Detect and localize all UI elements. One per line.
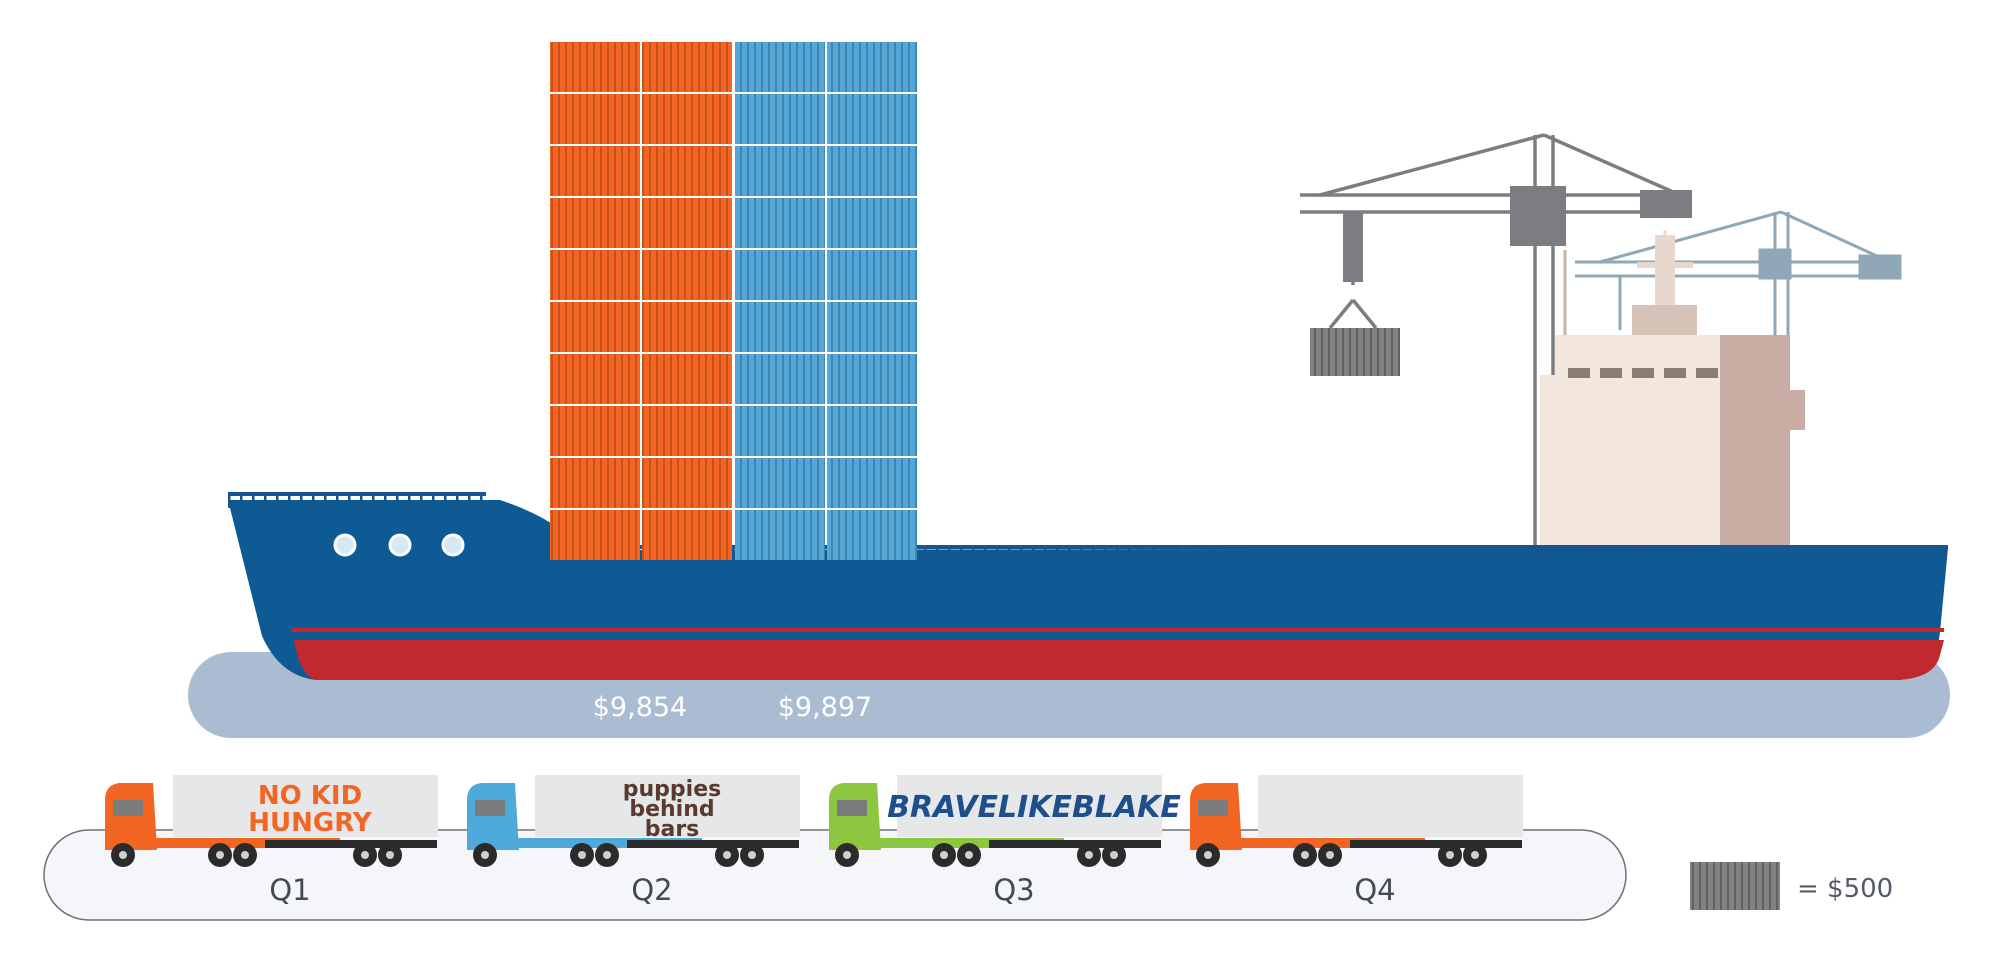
legend-unit-label: = $500 xyxy=(1797,874,1893,904)
legend: = $500 xyxy=(1690,862,1893,910)
container-q2 xyxy=(827,510,917,560)
container-q2 xyxy=(827,198,917,248)
data-label-q1: $9,854 xyxy=(593,692,687,723)
porthole-icon xyxy=(388,533,412,557)
container-q1 xyxy=(642,458,732,508)
container-q1 xyxy=(642,406,732,456)
container-q1 xyxy=(550,146,640,196)
data-label-q2: $9,897 xyxy=(778,692,872,723)
ship-hull xyxy=(228,500,1948,680)
sponsor-logo-q2: puppies xyxy=(623,777,721,802)
container-q1 xyxy=(550,354,640,404)
container-q1 xyxy=(642,198,732,248)
container-q2 xyxy=(735,42,825,92)
container-q2 xyxy=(735,510,825,560)
category-label-q4: Q4 xyxy=(1354,873,1395,907)
container-q2 xyxy=(827,302,917,352)
bar-q2 xyxy=(735,42,917,560)
container-q2 xyxy=(827,458,917,508)
container-q1 xyxy=(550,198,640,248)
hanging-container xyxy=(1310,328,1400,376)
legend-container-icon xyxy=(1690,862,1780,910)
container-q2 xyxy=(735,250,825,300)
container-q1 xyxy=(642,250,732,300)
container-q2 xyxy=(827,94,917,144)
porthole-icon xyxy=(441,533,465,557)
container-q2 xyxy=(735,354,825,404)
container-q1 xyxy=(550,406,640,456)
container-q1 xyxy=(642,146,732,196)
container-q1 xyxy=(642,42,732,92)
container-q2 xyxy=(827,146,917,196)
sponsor-logo-q3: BRAVELIKEBLAKE xyxy=(887,790,1181,825)
sponsor-logo-q1: NO KID xyxy=(258,781,362,811)
category-label-q2: Q2 xyxy=(631,873,672,907)
container-q1 xyxy=(550,510,640,560)
sponsor-logo-q1: HUNGRY xyxy=(248,808,373,838)
container-q2 xyxy=(735,94,825,144)
bar-q1 xyxy=(550,42,732,560)
container-q1 xyxy=(642,354,732,404)
container-q1 xyxy=(550,42,640,92)
container-q2 xyxy=(827,354,917,404)
container-q2 xyxy=(735,458,825,508)
container-q2 xyxy=(735,198,825,248)
container-q2 xyxy=(827,250,917,300)
truck-q4: Q4 xyxy=(1190,775,1523,907)
container-q1 xyxy=(642,94,732,144)
container-q1 xyxy=(642,510,732,560)
category-label-q1: Q1 xyxy=(269,873,310,907)
category-label-q3: Q3 xyxy=(993,873,1034,907)
container-q1 xyxy=(642,302,732,352)
container-q2 xyxy=(827,406,917,456)
container-q1 xyxy=(550,302,640,352)
sponsor-logo-q2: behind xyxy=(629,797,714,822)
container-q2 xyxy=(735,302,825,352)
sponsor-logo-q2: bars xyxy=(645,817,700,842)
container-q2 xyxy=(827,42,917,92)
container-q2 xyxy=(735,146,825,196)
truck-q3: BRAVELIKEBLAKE Q3 xyxy=(829,775,1181,907)
ship-bridge xyxy=(1540,230,1805,560)
container-q1 xyxy=(550,94,640,144)
container-q1 xyxy=(550,250,640,300)
porthole-icon xyxy=(333,533,357,557)
hull-red-stripe xyxy=(294,640,1944,680)
container-q1 xyxy=(550,458,640,508)
container-q2 xyxy=(735,406,825,456)
